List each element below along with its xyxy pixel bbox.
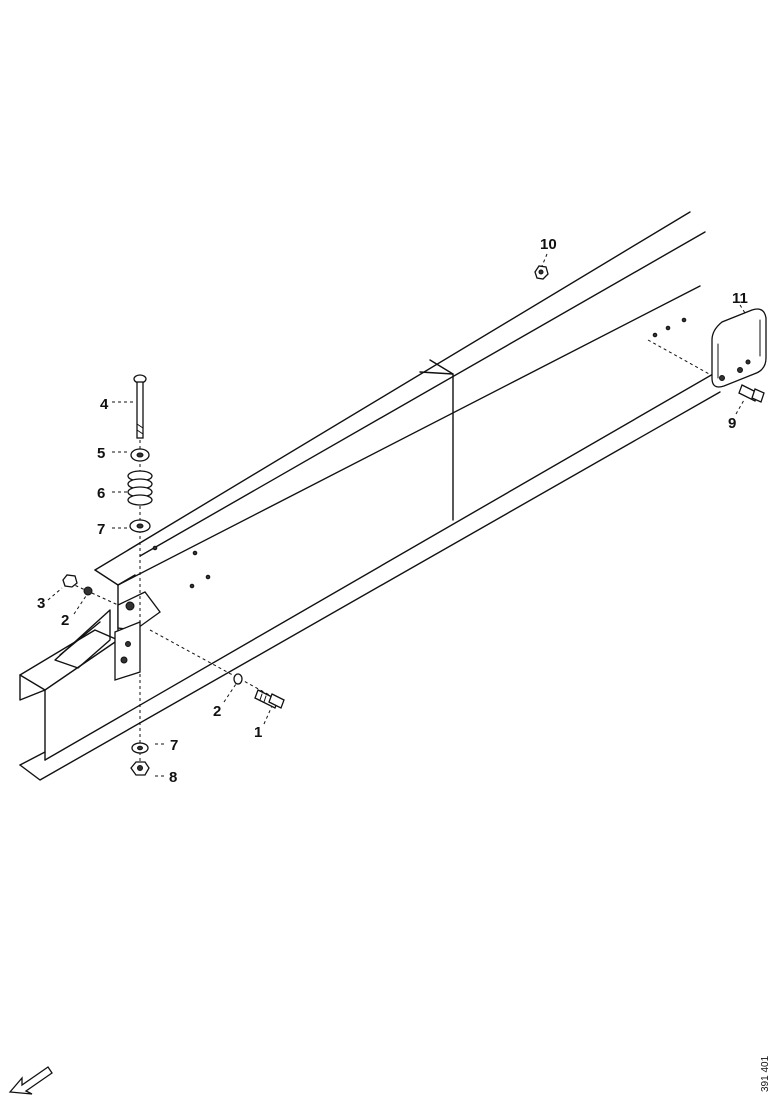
callout-7-lower: 7 xyxy=(170,737,178,754)
callout-2-lower: 2 xyxy=(213,703,221,720)
front-direction-arrow-icon xyxy=(8,1066,53,1095)
end-cover-plate xyxy=(647,308,767,403)
vertical-bolt-assembly xyxy=(127,374,153,776)
callout-2-left: 2 xyxy=(61,612,69,629)
callout-11: 11 xyxy=(732,290,748,307)
callout-6: 6 xyxy=(97,485,105,502)
callout-4: 4 xyxy=(100,396,109,413)
frame-rail xyxy=(19,211,721,781)
callout-10: 10 xyxy=(540,236,557,253)
figure-reference: 391 401 xyxy=(760,1055,771,1092)
mounting-bracket xyxy=(114,591,161,681)
callout-9: 9 xyxy=(728,415,736,432)
callouts: 1 2 2 3 4 5 6 7 7 8 9 10 11 xyxy=(37,236,748,786)
rail-nut xyxy=(534,265,549,280)
callout-7-upper: 7 xyxy=(97,521,105,538)
callout-1: 1 xyxy=(254,724,262,741)
horizontal-bolt-assembly xyxy=(149,629,285,709)
left-nut-washer xyxy=(62,574,119,606)
callout-3: 3 xyxy=(37,595,45,612)
callout-8: 8 xyxy=(169,769,177,786)
leader-lines xyxy=(47,253,746,777)
gusset-bracket xyxy=(54,609,111,669)
callout-5: 5 xyxy=(97,445,105,462)
spring xyxy=(127,470,153,506)
